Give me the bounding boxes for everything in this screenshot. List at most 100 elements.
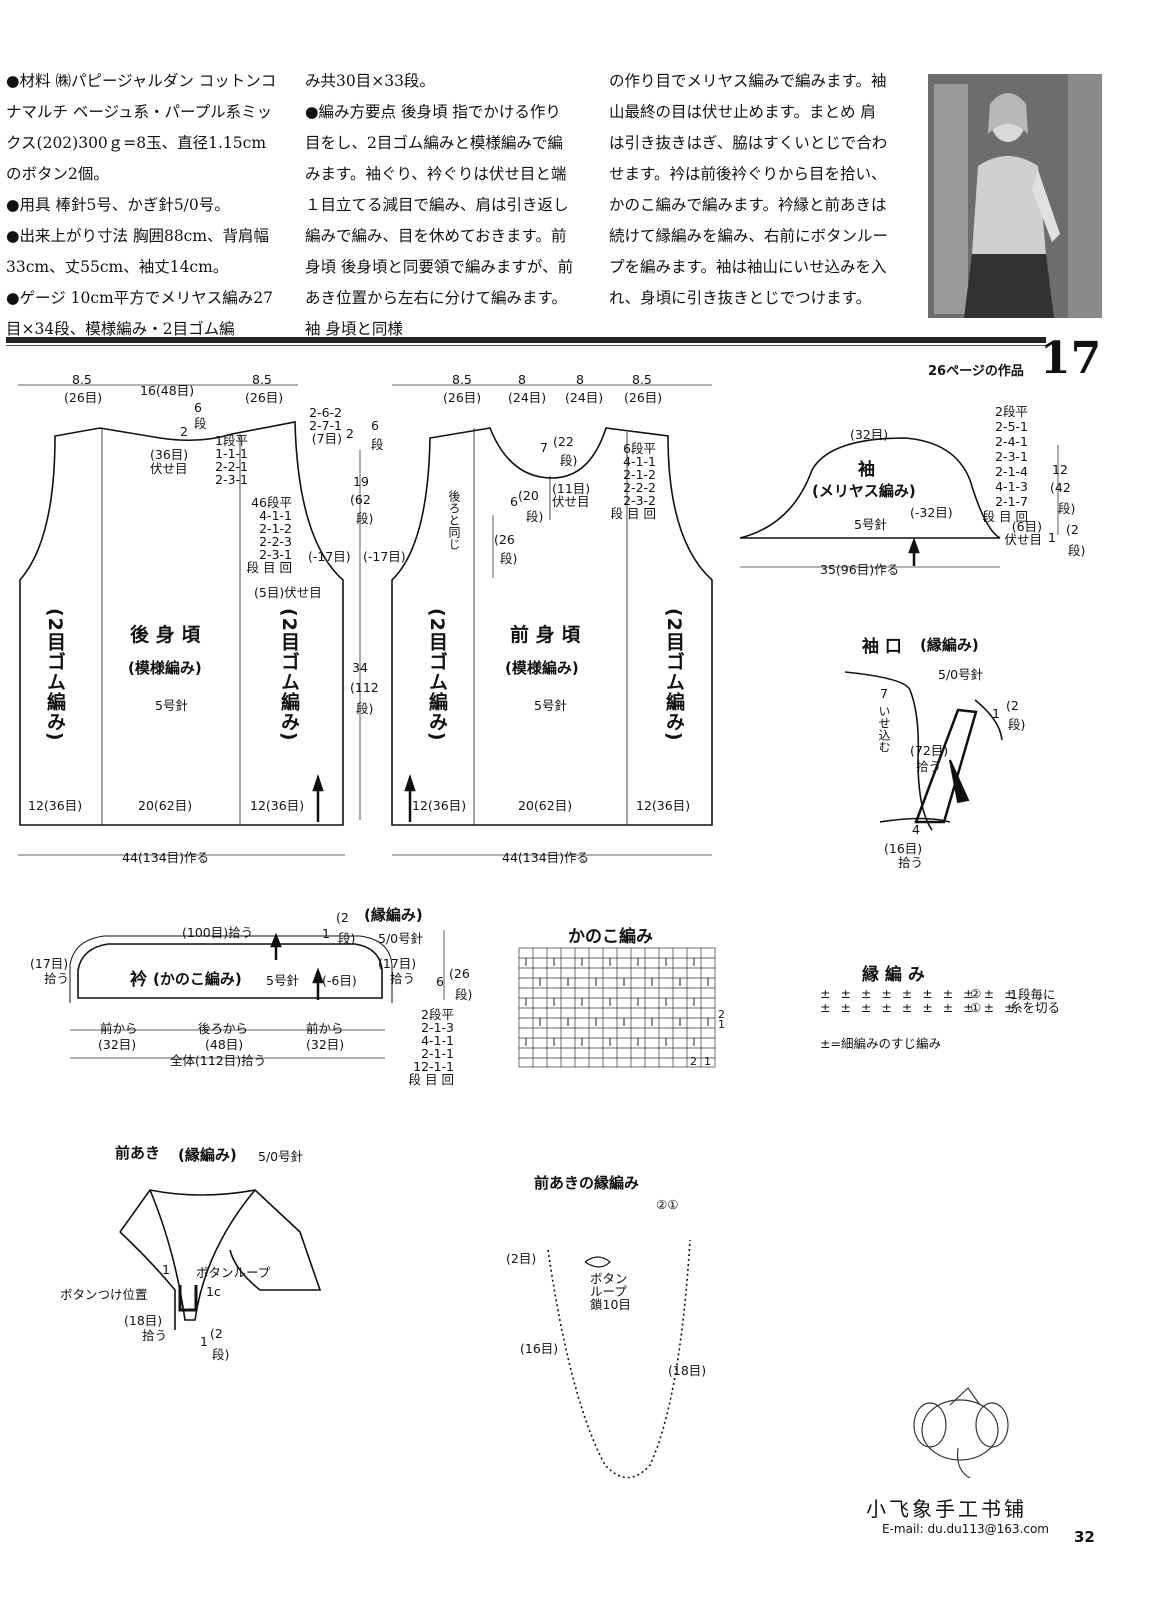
placket-edging-16: (16目) <box>520 1341 559 1356</box>
front-opening-rows: 段) <box>526 509 544 524</box>
front-rib-right: (2目ゴム編み) <box>663 608 685 742</box>
back-neck-2: 2 <box>180 424 188 439</box>
placket-sub: (縁編み) <box>178 1146 237 1164</box>
placket-pick-18: (18目) <box>124 1313 163 1328</box>
kanoko-grid <box>518 947 716 1068</box>
back-body-outline <box>19 421 344 826</box>
placket-pick-label: 拾う <box>142 1328 168 1343</box>
back-neck-bind: 伏せ目 <box>150 461 188 476</box>
edging-row-1: ① <box>970 1000 982 1015</box>
collar-bottom-48: (48目) <box>205 1037 244 1052</box>
header-rule-thin <box>6 345 1046 346</box>
front-neck-rows: 段) <box>560 453 578 468</box>
placket-mark-1: 1 <box>162 1262 170 1277</box>
sleeve-pattern: (メリヤス編み) <box>812 482 916 500</box>
method-text: み共30目×33段。 ●編み方要点 後身頃 指でかける作り目をし、2目ゴム編みと… <box>305 72 574 338</box>
placket-h-2: (2 <box>210 1326 223 1341</box>
collar-bottom-back: 後ろから <box>198 1021 249 1036</box>
placket-edging-18: (18目) <box>668 1363 707 1378</box>
collar-edge-title: (縁編み) <box>364 906 423 924</box>
edging-title: 縁 編 み <box>862 965 925 985</box>
collar-edge-rows: 段) <box>338 931 356 946</box>
cuff-h-rows: 段) <box>1008 717 1026 732</box>
front-open-rows: 段) <box>500 551 518 566</box>
collar-edge-2: (2 <box>336 910 349 925</box>
sleeve-h2-2: (2 <box>1066 522 1079 537</box>
back-needle: 5号針 <box>155 698 188 713</box>
front-dim-24-left: (24目) <box>508 390 547 405</box>
back-h1-62: (62 <box>350 492 371 507</box>
collar-title: 衿 <box>130 970 147 990</box>
collar-outline <box>77 943 383 999</box>
front-rib-left: (2目ゴム編み) <box>426 608 448 742</box>
cuff-outline <box>844 671 933 831</box>
cuff-sub: (縁編み) <box>920 636 979 654</box>
cuff-7: 7 <box>880 686 888 701</box>
placket-h-1: 1 <box>200 1334 208 1349</box>
cuff-bot-pick: 拾う <box>898 855 924 870</box>
front-neck-7: 7 <box>540 440 548 455</box>
collar-bottom-32-right: (32目) <box>306 1037 345 1052</box>
kanoko-col-1: 1 <box>704 1055 711 1068</box>
cuff-h-1: 1 <box>992 706 1000 721</box>
collar-edge-needle: 5/0号針 <box>378 931 424 946</box>
front-dim-8-5-right: 8.5 <box>632 372 652 387</box>
front-body-outline <box>391 427 713 826</box>
cuff-pick-72: (72目) <box>910 743 949 758</box>
back-neck-rows: 段 <box>194 416 207 431</box>
front-dim-26-right: (26目) <box>624 390 663 405</box>
front-neck-decrease: 6段平 4-1-1 2-1-2 2-2-2 2-3-2 段 目 回 <box>610 441 656 521</box>
kanoko-title: かのこ編み <box>568 927 653 947</box>
placket-h-rows: 段) <box>212 1347 230 1362</box>
cuff-h-2: (2 <box>1006 698 1019 713</box>
sleeve-reduce: (-32目) <box>910 505 953 520</box>
back-pattern: (模様編み) <box>128 659 202 677</box>
sleeve-total: 35(96目)作る <box>820 562 900 577</box>
sleeve-h-12: 12 <box>1052 462 1068 477</box>
back-shoulder-h-2: 2 <box>346 426 354 441</box>
back-total-cast-on: 44(134目)作る <box>122 850 210 865</box>
page-reference: 26ページの作品 <box>928 364 1024 379</box>
kanoko-row-2: 2 <box>718 1008 725 1021</box>
placket-edging-2: (2目) <box>506 1251 537 1266</box>
placket-title: 前あき <box>115 1144 161 1162</box>
back-bottom-left: 12(36目) <box>28 798 83 813</box>
materials-text: ●材料 ㈱パピージャルダン コットンコナマルチ ベージュ系・パープル系ミックス(… <box>6 72 277 338</box>
front-opening-20: (20 <box>518 488 539 503</box>
sleeve-h2-rows: 段) <box>1068 543 1086 558</box>
cuff-bot-16: (16目) <box>884 841 923 856</box>
collar-side-right: (17目) <box>378 956 417 971</box>
edging-row-1-stitches: ± ± ± ± ± ± ± ± ± ± <box>820 1000 1018 1015</box>
front-dim-26-left: (26目) <box>443 390 482 405</box>
front-dim-8-right: 8 <box>576 372 584 387</box>
back-shoulder-h-6: 6 <box>371 418 379 433</box>
collar-pattern: (かのこ編み) <box>153 970 242 988</box>
placket-edge-outline <box>547 1239 691 1479</box>
sleeve-h-rows: 段) <box>1058 501 1076 516</box>
back-armhole-bind: (5目)伏せ目 <box>254 585 322 600</box>
back-dim-8-5-left: 8.5 <box>72 372 92 387</box>
sleeve-outline <box>739 437 1001 539</box>
back-neck-6: 6 <box>194 400 202 415</box>
placket-edging-loop: ボタン ループ 鎖10目 <box>590 1271 631 1312</box>
cuff-ease: いせ込む <box>877 705 891 753</box>
collar-decrease-table: 2段平 2-1-3 4-1-1 2-1-1 12-1-1 段 目 回 <box>408 1007 454 1087</box>
back-h2-112: (112 <box>350 680 379 695</box>
collar-h-rows: 段) <box>455 987 473 1002</box>
materials-column: ●材料 ㈱パピージャルダン コットンコナマルチ ベージュ系・パープル系ミックス(… <box>6 66 278 345</box>
front-title: 前 身 頃 <box>510 624 581 646</box>
shop-email: E-mail: du.du113@163.com <box>882 1522 1049 1536</box>
back-shoulder-h-rows: 段 <box>371 437 384 452</box>
back-dim-8-5-right: 8.5 <box>252 372 272 387</box>
front-dim-8-5-left: 8.5 <box>452 372 472 387</box>
back-width-17a: (-17目) <box>308 549 351 564</box>
placket-loop: ボタンループ <box>196 1265 271 1280</box>
back-bottom-center: 20(62目) <box>138 798 193 813</box>
model-photo <box>928 74 1102 318</box>
collar-h-26: (26 <box>449 966 470 981</box>
back-dim-26-left: (26目) <box>64 390 103 405</box>
front-needle: 5号針 <box>534 698 567 713</box>
kanoko-row-1: 1 <box>718 1018 725 1031</box>
collar-side-left-pick: 拾う <box>44 971 70 986</box>
header-rule <box>6 337 1046 343</box>
